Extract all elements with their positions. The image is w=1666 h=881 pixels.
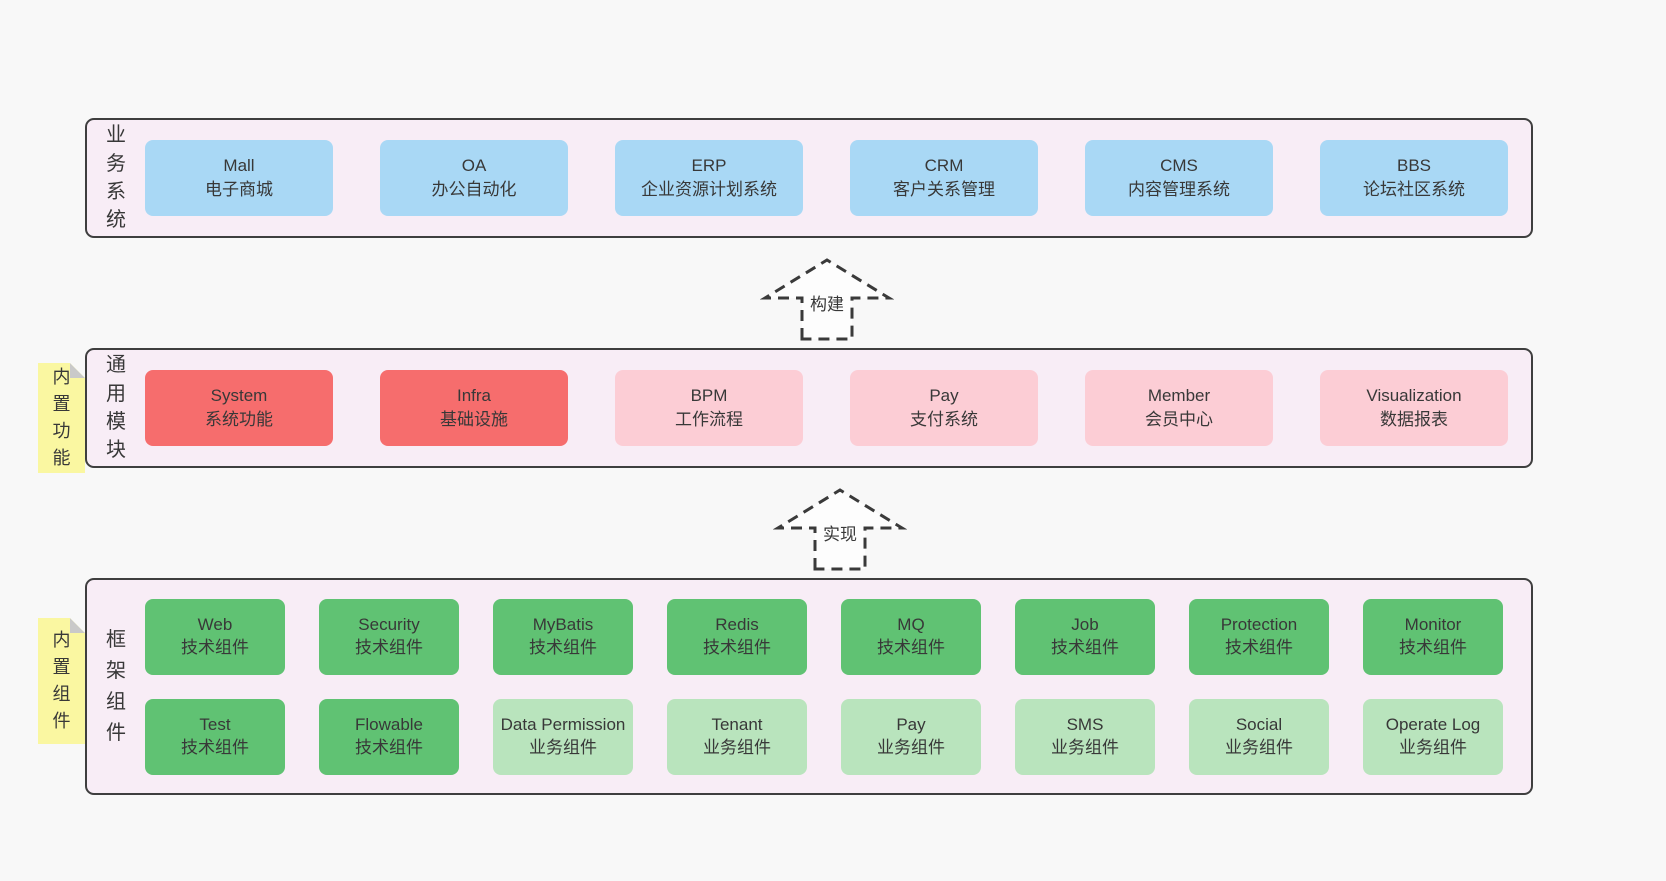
box-mall: Mall 电子商城: [145, 140, 333, 216]
box-security: Security 技术组件: [319, 598, 459, 675]
layer-business-systems: 业务系统 Mall 电子商城 OA 办公自动化 ERP 企业资源计划系统 CRM…: [85, 118, 1533, 238]
box-pay-system: Pay 支付系统: [850, 370, 1038, 446]
component-row-1: Web 技术组件 Security 技术组件 MyBatis 技术组件 Redi…: [145, 598, 1537, 675]
box-job: Job 技术组件: [1015, 598, 1155, 675]
box-infra: Infra 基础设施: [380, 370, 568, 446]
box-web: Web 技术组件: [145, 598, 285, 675]
business-boxes: Mall 电子商城 OA 办公自动化 ERP 企业资源计划系统 CRM 客户关系…: [145, 120, 1555, 236]
layer-label-modules: 通用模块: [87, 350, 145, 466]
box-bbs: BBS 论坛社区系统: [1320, 140, 1508, 216]
box-mybatis: MyBatis 技术组件: [493, 598, 633, 675]
box-redis: Redis 技术组件: [667, 598, 807, 675]
box-visualization: Visualization 数据报表: [1320, 370, 1508, 446]
layer-framework-components: 框架组件 Web 技术组件 Security 技术组件 MyBatis 技术组件…: [85, 578, 1533, 795]
layer-label-components: 框架组件: [87, 580, 145, 793]
box-data-permission: Data Permission 业务组件: [493, 698, 633, 775]
box-member: Member 会员中心: [1085, 370, 1273, 446]
box-social: Social 业务组件: [1189, 698, 1329, 775]
tag-built-in-features-text: 内置功能: [52, 367, 71, 468]
tag-built-in-features: 内置功能: [38, 363, 85, 473]
box-cms: CMS 内容管理系统: [1085, 140, 1273, 216]
box-oa: OA 办公自动化: [380, 140, 568, 216]
arrow-implement-label: 实现: [820, 520, 860, 545]
box-monitor: Monitor 技术组件: [1363, 598, 1503, 675]
tag-fold-corner: [70, 618, 85, 633]
tag-fold-corner: [70, 363, 85, 378]
layer-label-business: 业务系统: [87, 120, 145, 236]
box-flowable: Flowable 技术组件: [319, 698, 459, 775]
component-rows: Web 技术组件 Security 技术组件 MyBatis 技术组件 Redi…: [145, 580, 1537, 793]
tag-built-in-components-text: 内置组件: [52, 630, 71, 731]
box-operate-log: Operate Log 业务组件: [1363, 698, 1503, 775]
arrow-implement: 实现: [773, 486, 907, 572]
layer-label-components-text: 框架组件: [106, 628, 126, 744]
box-crm: CRM 客户关系管理: [850, 140, 1038, 216]
layer-common-modules: 通用模块 System 系统功能 Infra 基础设施 BPM 工作流程 Pay…: [85, 348, 1533, 468]
box-mq: MQ 技术组件: [841, 598, 981, 675]
box-test: Test 技术组件: [145, 698, 285, 775]
arrow-build: 构建: [760, 256, 894, 342]
component-row-2: Test 技术组件 Flowable 技术组件 Data Permission …: [145, 698, 1537, 775]
box-bpm: BPM 工作流程: [615, 370, 803, 446]
box-erp: ERP 企业资源计划系统: [615, 140, 803, 216]
box-tenant: Tenant 业务组件: [667, 698, 807, 775]
tag-built-in-components: 内置组件: [38, 618, 85, 744]
arrow-build-label: 构建: [807, 290, 847, 315]
layer-label-business-text: 业务系统: [106, 124, 126, 232]
box-pay-component: Pay 业务组件: [841, 698, 981, 775]
box-system: System 系统功能: [145, 370, 333, 446]
box-sms: SMS 业务组件: [1015, 698, 1155, 775]
box-protection: Protection 技术组件: [1189, 598, 1329, 675]
layer-label-modules-text: 通用模块: [106, 354, 126, 462]
module-boxes: System 系统功能 Infra 基础设施 BPM 工作流程 Pay 支付系统…: [145, 350, 1555, 466]
